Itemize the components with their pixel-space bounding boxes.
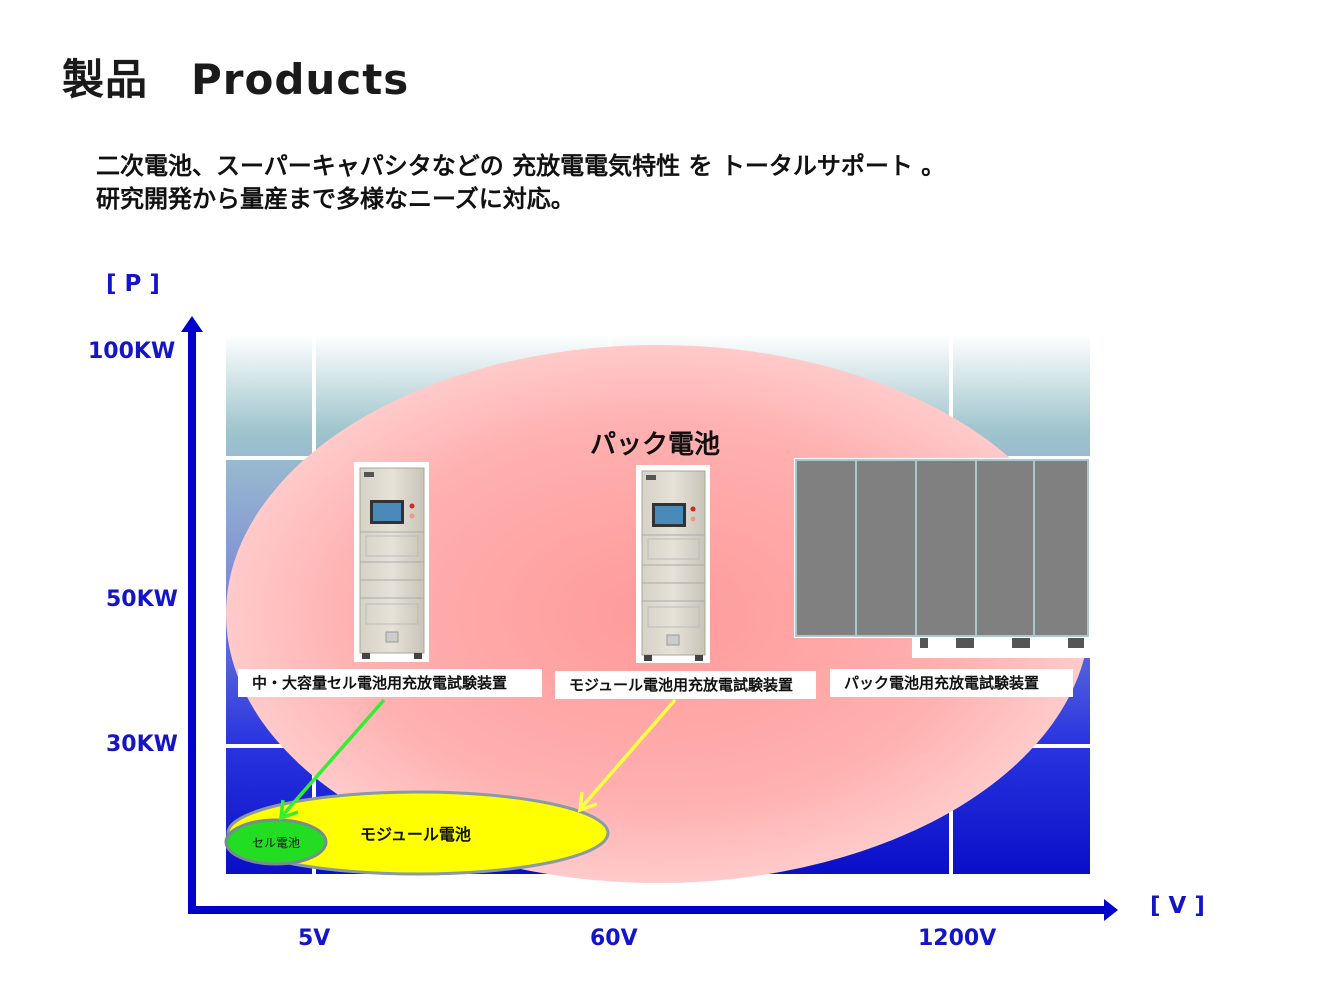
subtitle-line-1: 二次電池、スーパーキャパシタなどの 充放電電気特性 を トータルサポート 。 [96,152,946,180]
pack-battery-label: パック電池 [590,430,721,460]
x-axis-label: [ V ] [1150,893,1205,919]
module-battery-label: モジュール電池 [360,825,471,844]
subtitle-line-2: 研究開発から量産まで多様なニーズに対応。 [96,185,575,213]
product-label-pack-tester: パック電池用充放電試験装置 [830,669,1073,697]
x-tick-5v: 5V [298,926,331,951]
module-battery-region [226,790,610,876]
pack-tester-rack-image [794,458,1090,658]
x-axis [188,899,1118,921]
y-tick-50kw: 50KW [106,587,178,612]
cell-battery-label: セル電池 [252,836,301,850]
y-tick-30kw: 30KW [106,732,178,757]
x-tick-60v: 60V [590,926,638,951]
product-label-module-tester: モジュール電池用充放電試験装置 [555,671,816,699]
y-tick-100kw: 100KW [88,339,176,364]
x-tick-1200v: 1200V [918,926,997,951]
module-tester-cabinet-image [636,465,710,663]
cell-battery-region [224,818,328,866]
arrow-to-module [577,698,677,813]
arrow-to-cell [278,698,386,821]
y-axis-label: [ P ] [106,271,160,297]
page-title: 製品 Products [62,55,410,104]
cell-tester-cabinet-image [354,462,429,662]
product-label-cell-tester: 中・大容量セル電池用充放電試験装置 [238,669,542,697]
y-axis [181,316,203,912]
